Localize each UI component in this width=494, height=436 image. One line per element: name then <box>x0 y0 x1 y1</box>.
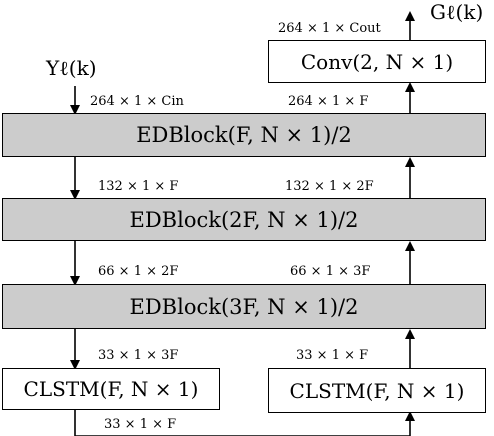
conv-block: Conv(2, N × 1) <box>268 40 486 83</box>
output-label: Gℓ(k) <box>430 0 484 24</box>
conv-block-label: Conv(2, N × 1) <box>300 49 454 74</box>
edblock-2: EDBlock(2F, N × 1)/2 <box>2 198 486 241</box>
clstm-right-label: CLSTM(F, N × 1) <box>289 378 465 403</box>
dim-conv-out: 264 × 1 × Cout <box>278 21 381 36</box>
edblock-2-label: EDBlock(2F, N × 1)/2 <box>129 207 359 232</box>
edblock-1: EDBlock(F, N × 1)/2 <box>2 113 486 157</box>
link-clstm-left-to-right <box>74 410 415 436</box>
input-label: Yℓ(k) <box>46 56 97 80</box>
clstm-left: CLSTM(F, N × 1) <box>2 368 220 410</box>
dim-input: 264 × 1 × Cin <box>90 94 184 109</box>
dim-edblock3-out: 66 × 1 × 3F <box>290 264 371 279</box>
dim-edblock1-to-edblock2: 132 × 1 × F <box>98 179 179 194</box>
edblock-3: EDBlock(3F, N × 1)/2 <box>2 284 486 329</box>
dim-edblock2-to-edblock3: 66 × 1 × 2F <box>98 264 179 279</box>
edblock-1-label: EDBlock(F, N × 1)/2 <box>136 123 352 147</box>
dim-clstm-right-out: 33 × 1 × F <box>296 348 369 363</box>
edblock-3-label: EDBlock(3F, N × 1)/2 <box>129 294 359 319</box>
clstm-left-label: CLSTM(F, N × 1) <box>23 377 199 401</box>
dim-clstm-link: 33 × 1 × F <box>104 417 177 432</box>
clstm-right: CLSTM(F, N × 1) <box>268 368 486 413</box>
dim-edblock2-out: 132 × 1 × 2F <box>285 179 374 194</box>
dim-edblock1-out: 264 × 1 × F <box>288 94 369 109</box>
dim-edblock3-to-clstm: 33 × 1 × 3F <box>98 348 179 363</box>
